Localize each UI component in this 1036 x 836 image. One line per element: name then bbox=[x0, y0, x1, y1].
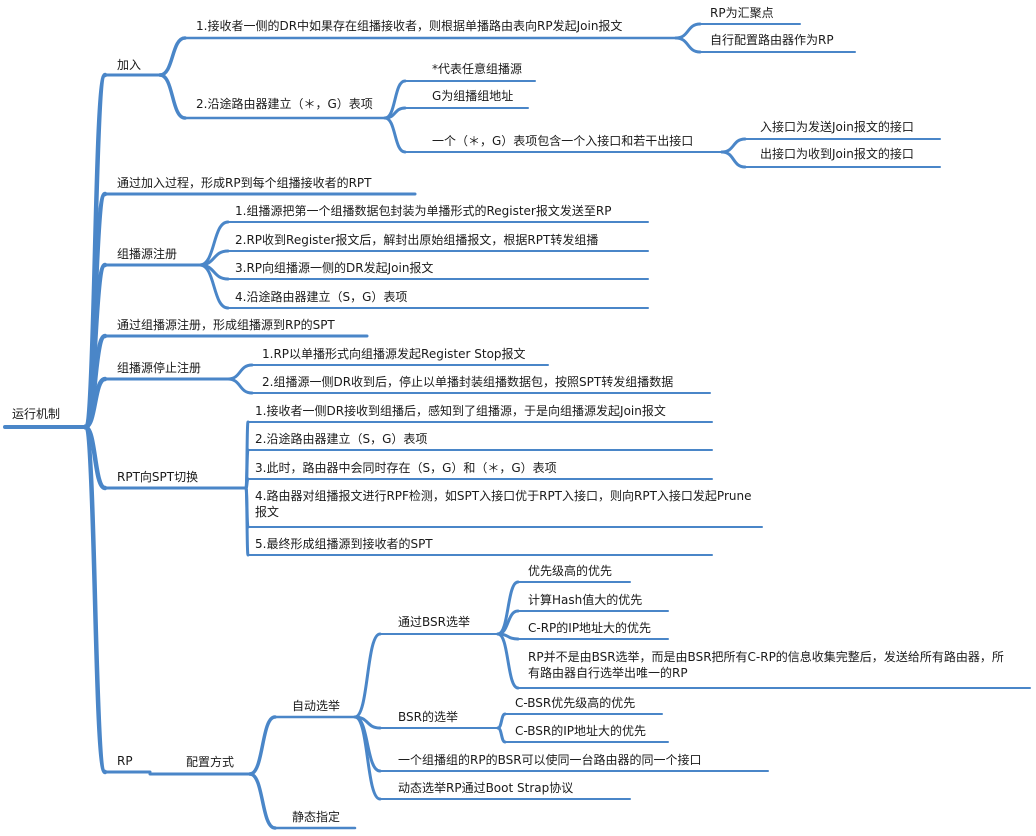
node-bsr-of-ip[interactable]: C-BSR的IP地址大的优先 bbox=[515, 724, 647, 738]
connector-curve-27 bbox=[383, 116, 407, 154]
node-switch[interactable]: RPT向SPT切换 bbox=[117, 470, 199, 484]
connector-curve-58 bbox=[248, 772, 277, 830]
node-bootstrap[interactable]: 动态选举RP通过Boot Strap协议 bbox=[398, 781, 574, 795]
node-stop-step2[interactable]: 2.组播源一侧DR收到后，停止以单播封装组播数据包，按照SPT转发组播数据 bbox=[262, 375, 674, 389]
connector-curve-56 bbox=[248, 715, 277, 776]
node-rp-auto[interactable]: 自动选举 bbox=[292, 699, 341, 713]
node-register-step4[interactable]: 4.沿途路由器建立（S，G）表项 bbox=[235, 290, 408, 304]
connector-curve-13 bbox=[82, 424, 108, 775]
node-rp[interactable]: RP bbox=[117, 754, 133, 768]
connector-curve-41 bbox=[226, 363, 254, 381]
node-switch-step2[interactable]: 2.沿途路由器建立（S，G）表项 bbox=[255, 432, 428, 446]
node-switch-step1[interactable]: 1.接收者一侧DR接收到组播后，感知到了组播源，于是向组播源发起Join报文 bbox=[255, 404, 666, 418]
connector-curve-60 bbox=[353, 632, 382, 719]
node-rp-config[interactable]: 配置方式 bbox=[186, 755, 235, 769]
connector-curve-43 bbox=[226, 377, 254, 395]
node-stop-step1[interactable]: 1.RP以单播形式向组播源发起Register Stop报文 bbox=[262, 347, 526, 361]
node-join-step1-rp-point[interactable]: RP为汇聚点 bbox=[710, 6, 774, 20]
node-bsr-elect-priority[interactable]: 优先级高的优先 bbox=[528, 564, 613, 578]
node-bsr-elect-ip[interactable]: C-RP的IP地址大的优先 bbox=[528, 621, 652, 635]
node-switch-step5[interactable]: 5.最终形成组播源到接收者的SPT bbox=[255, 537, 433, 551]
node-join-step2-any-source[interactable]: *代表任意组播源 bbox=[432, 62, 523, 76]
connector-curve-31 bbox=[720, 150, 747, 169]
node-spt-formed[interactable]: 通过组播源注册，形成组播源到RP的SPT bbox=[117, 318, 335, 332]
node-rp-static[interactable]: 静态指定 bbox=[292, 810, 341, 824]
connector-curve-29 bbox=[720, 137, 747, 154]
node-bsr-elect-hash[interactable]: 计算Hash值大的优先 bbox=[528, 593, 643, 607]
connector-curve-39 bbox=[198, 263, 230, 310]
node-bsr-elect-note[interactable]: RP并不是由BSR选举，而是由BSR把所有C-RP的信息收集完整后，发送给所有路… bbox=[528, 650, 1004, 680]
connector-curve-25 bbox=[383, 106, 407, 120]
node-join-step1-config-rp[interactable]: 自行配置路由器作为RP bbox=[710, 33, 834, 47]
node-join-step2-group-addr[interactable]: G为组播组地址 bbox=[432, 89, 514, 103]
node-bsr-of-priority[interactable]: C-BSR优先级高的优先 bbox=[515, 696, 636, 710]
node-register-step2[interactable]: 2.RP收到Register报文后，解封出原始组播报文，根据RPT转发组播 bbox=[235, 233, 599, 247]
node-bsr-of[interactable]: BSR的选举 bbox=[398, 710, 458, 724]
node-same-iface[interactable]: 一个组播组的RP的BSR可以使同一台路由器的同一个接口 bbox=[398, 753, 702, 767]
node-register[interactable]: 组播源注册 bbox=[117, 247, 178, 261]
connector-curve-19 bbox=[674, 22, 702, 40]
node-register-step1[interactable]: 1.组播源把第一个组播数据包封装为单播形式的Register报文发送至RP bbox=[235, 204, 612, 218]
node-switch-step3[interactable]: 3.此时，路由器中会同时存在（S，G）和（＊，G）表项 bbox=[255, 461, 557, 475]
node-stop[interactable]: 组播源停止注册 bbox=[117, 361, 202, 375]
node-rpt-formed[interactable]: 通过加入过程，形成RP到每个组播接收者的RPT bbox=[117, 176, 372, 190]
connector-curve-66 bbox=[353, 715, 382, 801]
node-join[interactable]: 加入 bbox=[117, 58, 142, 72]
node-join-step2[interactable]: 2.沿途路由器建立（＊，G）表项 bbox=[196, 97, 373, 111]
connector-curve-74 bbox=[496, 632, 520, 690]
node-bsr-elect[interactable]: 通过BSR选举 bbox=[398, 615, 470, 629]
node-join-step2-in-iface[interactable]: 入接口为发送Join报文的接口 bbox=[760, 120, 914, 134]
connector-curve-17 bbox=[158, 73, 187, 120]
connector-curve-76 bbox=[496, 712, 507, 730]
connector-curve-15 bbox=[158, 36, 187, 77]
node-register-step3[interactable]: 3.RP向组播源一侧的DR发起Join报文 bbox=[235, 261, 434, 275]
node-root[interactable]: 运行机制 bbox=[12, 407, 61, 421]
connector-curve-53 bbox=[244, 486, 250, 557]
connector-curve-21 bbox=[674, 36, 702, 54]
node-join-step2-iface[interactable]: 一个（＊，G）表项包含一个入接口和若干出接口 bbox=[432, 134, 694, 148]
connector-curve-78 bbox=[496, 726, 507, 744]
node-switch-step4[interactable]: 4.路由器对组播报文进行RPF检测，如SPT入接口优于RPT入接口，则向RPT入… bbox=[255, 489, 752, 519]
node-join-step1[interactable]: 1.接收者一侧的DR中如果存在组播接收者，则根据单播路由表向RP发起Join报文 bbox=[196, 19, 623, 33]
node-join-step2-out-iface[interactable]: 出接口为收到Join报文的接口 bbox=[760, 147, 914, 161]
